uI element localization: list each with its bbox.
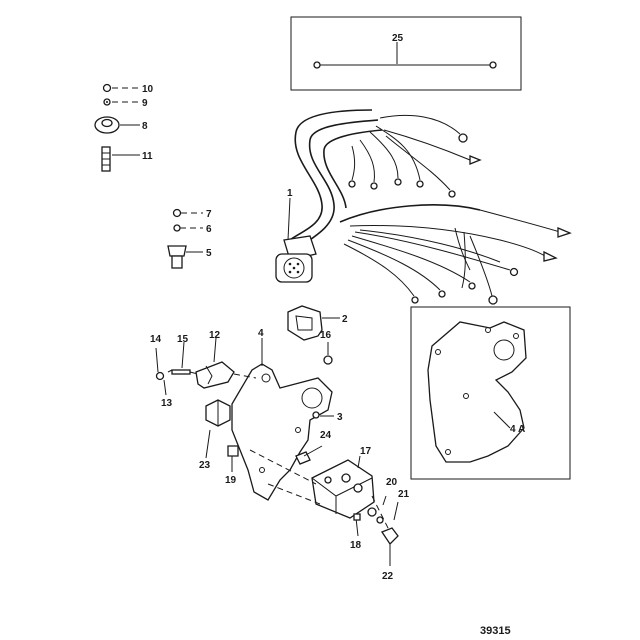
parts-12-15-relay	[155, 337, 257, 396]
callout-11: 11	[142, 151, 153, 162]
part-2-clamp	[287, 305, 340, 341]
callout-1: 1	[287, 188, 293, 199]
parts-18-20-22-hardware	[353, 495, 399, 566]
part-17-solenoid	[249, 449, 391, 533]
callout-22: 22	[382, 571, 394, 582]
callout-15: 15	[177, 334, 189, 345]
sender-stack-8-11	[94, 83, 140, 172]
callout-18: 18	[350, 540, 362, 551]
part-3-screw	[312, 411, 334, 419]
callout-14: 14	[150, 334, 162, 345]
callout-16: 16	[320, 330, 332, 341]
callout-12: 12	[209, 330, 221, 341]
callout-23: 23	[199, 460, 211, 471]
part-4a-bracket-inset	[410, 306, 571, 480]
callout-13: 13	[161, 398, 173, 409]
callout-4a: 4 A	[510, 424, 525, 435]
callout-3: 3	[337, 412, 343, 423]
part-4-bracket	[231, 338, 333, 501]
callout-6: 6	[206, 224, 212, 235]
callout-7: 7	[206, 209, 212, 220]
callout-2: 2	[342, 314, 348, 325]
part-25-cable-inset	[290, 16, 522, 91]
callout-10: 10	[142, 84, 154, 95]
callout-5: 5	[206, 248, 212, 259]
figure-number: 39315	[480, 625, 511, 637]
callout-24: 24	[320, 430, 332, 441]
part-24-bolt	[295, 445, 323, 465]
callout-8: 8	[142, 121, 148, 132]
callout-21: 21	[398, 489, 410, 500]
callout-4: 4	[258, 328, 264, 339]
callout-19: 19	[225, 475, 237, 486]
callout-17: 17	[360, 446, 372, 457]
part-16-nut	[323, 342, 333, 365]
part-1-wiring-harness	[275, 109, 572, 305]
callout-9: 9	[142, 98, 148, 109]
part-19-fastener	[227, 445, 239, 472]
part-23-block	[205, 399, 231, 459]
callout-25: 25	[392, 33, 404, 44]
callout-20: 20	[386, 477, 398, 488]
switch-stack-5-7	[167, 208, 203, 269]
callout-labels: 25 10 9 8 11 1 7 6 5 2 14 15 12 4 16 13 …	[142, 33, 525, 637]
